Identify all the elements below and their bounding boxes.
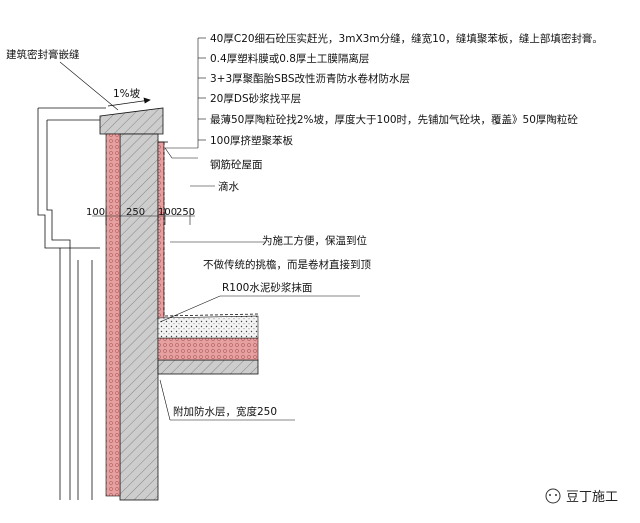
wall-insulation-outer (105, 133, 121, 497)
layer-label-3: 3+3厚聚酯胎SBS改性沥青防水卷材防水层 (210, 72, 410, 85)
slope-label: 1%坡 (113, 87, 141, 100)
layer-label-4: 20厚DS砂浆找平层 (210, 92, 301, 105)
extra-waterproof-label: 附加防水层，宽度250 (173, 405, 277, 418)
note-line-1: 为施工方便，保温到位 (262, 234, 367, 247)
wechat-icon (545, 488, 561, 504)
drip-label: 滴水 (218, 180, 239, 193)
layer-label-5: 最薄50厚陶粒砼找2%坡，厚度大于100时，先铺加气砼块，覆盖》50厚陶粒砼 (210, 113, 578, 126)
leader-lines (59, 37, 360, 421)
slope-arrow (107, 97, 151, 107)
roof-slab (157, 359, 259, 375)
parapet-cap (99, 107, 164, 135)
layer-label-6: 100厚挤塑聚苯板 (210, 134, 294, 147)
roof-screed (157, 315, 259, 339)
roof-insulation (157, 337, 259, 361)
watermark-text: 豆丁施工 (566, 490, 618, 505)
dimension-lines (92, 208, 195, 225)
layer-label-1: 40厚C20细石砼压实赶光，3mX3m分缝，缝宽10，缝填聚苯板，缝上部填密封膏… (210, 32, 603, 45)
layer-label-7: 钢筋砼屋面 (210, 158, 263, 171)
left-wall-outline (37, 107, 106, 500)
dim-100-left: 100 (86, 207, 105, 218)
watermark: 豆丁施工 (545, 488, 618, 505)
sealant-label: 建筑密封膏嵌缝 (6, 48, 80, 61)
layer-label-2: 0.4厚塑料膜或0.8厚土工膜隔离层 (210, 52, 369, 65)
note-line-2: 不做传统的挑檐，而是卷材直接到顶 (203, 258, 371, 271)
dim-100-right: 100 (158, 207, 177, 218)
concrete-wall (119, 133, 159, 501)
wall-insulation-inner (157, 141, 165, 323)
dim-250-left: 250 (126, 207, 145, 218)
waterproof-membrane (163, 142, 259, 317)
dim-250-right: 250 (176, 207, 195, 218)
mortar-label: R100水泥砂浆抹面 (222, 281, 312, 294)
